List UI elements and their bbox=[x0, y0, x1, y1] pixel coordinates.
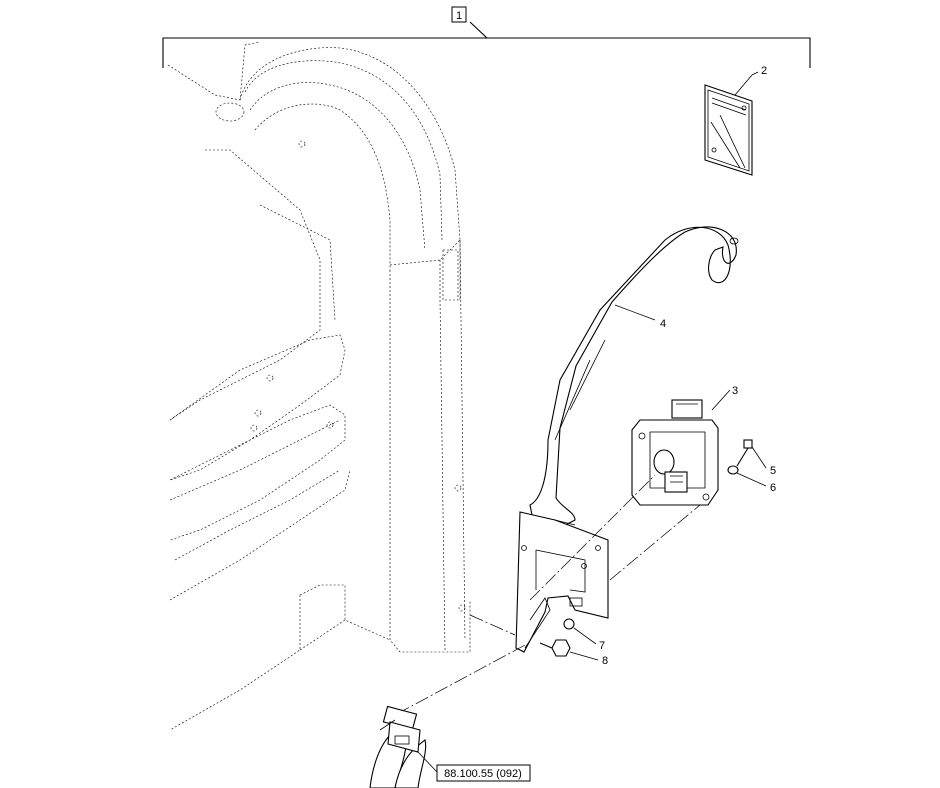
callout-8: 8 bbox=[602, 655, 608, 667]
callout-7: 7 bbox=[599, 640, 605, 652]
callout-6: 6 bbox=[770, 482, 776, 494]
callout-2: 2 bbox=[761, 65, 767, 77]
reference-box: 88.100.55 (092) bbox=[436, 764, 531, 782]
handle-part: 4 bbox=[529, 226, 739, 529]
connector-part: 3 bbox=[631, 385, 738, 506]
bolt-part: 5 bbox=[736, 439, 776, 477]
assembly-bracket: 1 bbox=[162, 6, 811, 68]
callout-4: 4 bbox=[660, 318, 666, 330]
decal-part bbox=[704, 71, 759, 176]
assembly-number: 1 bbox=[456, 10, 462, 22]
washer-part: 6 bbox=[727, 465, 776, 494]
callout-5: 5 bbox=[770, 465, 776, 477]
assembly-lines bbox=[394, 474, 701, 716]
harness-connector bbox=[369, 705, 438, 788]
mounting-plate bbox=[515, 511, 609, 653]
screw-part: 8 bbox=[539, 639, 608, 667]
cab-panel bbox=[167, 41, 471, 731]
nut-part: 7 bbox=[563, 618, 605, 652]
reference-label: 88.100.55 (092) bbox=[444, 768, 522, 780]
callout-3: 3 bbox=[732, 385, 738, 397]
